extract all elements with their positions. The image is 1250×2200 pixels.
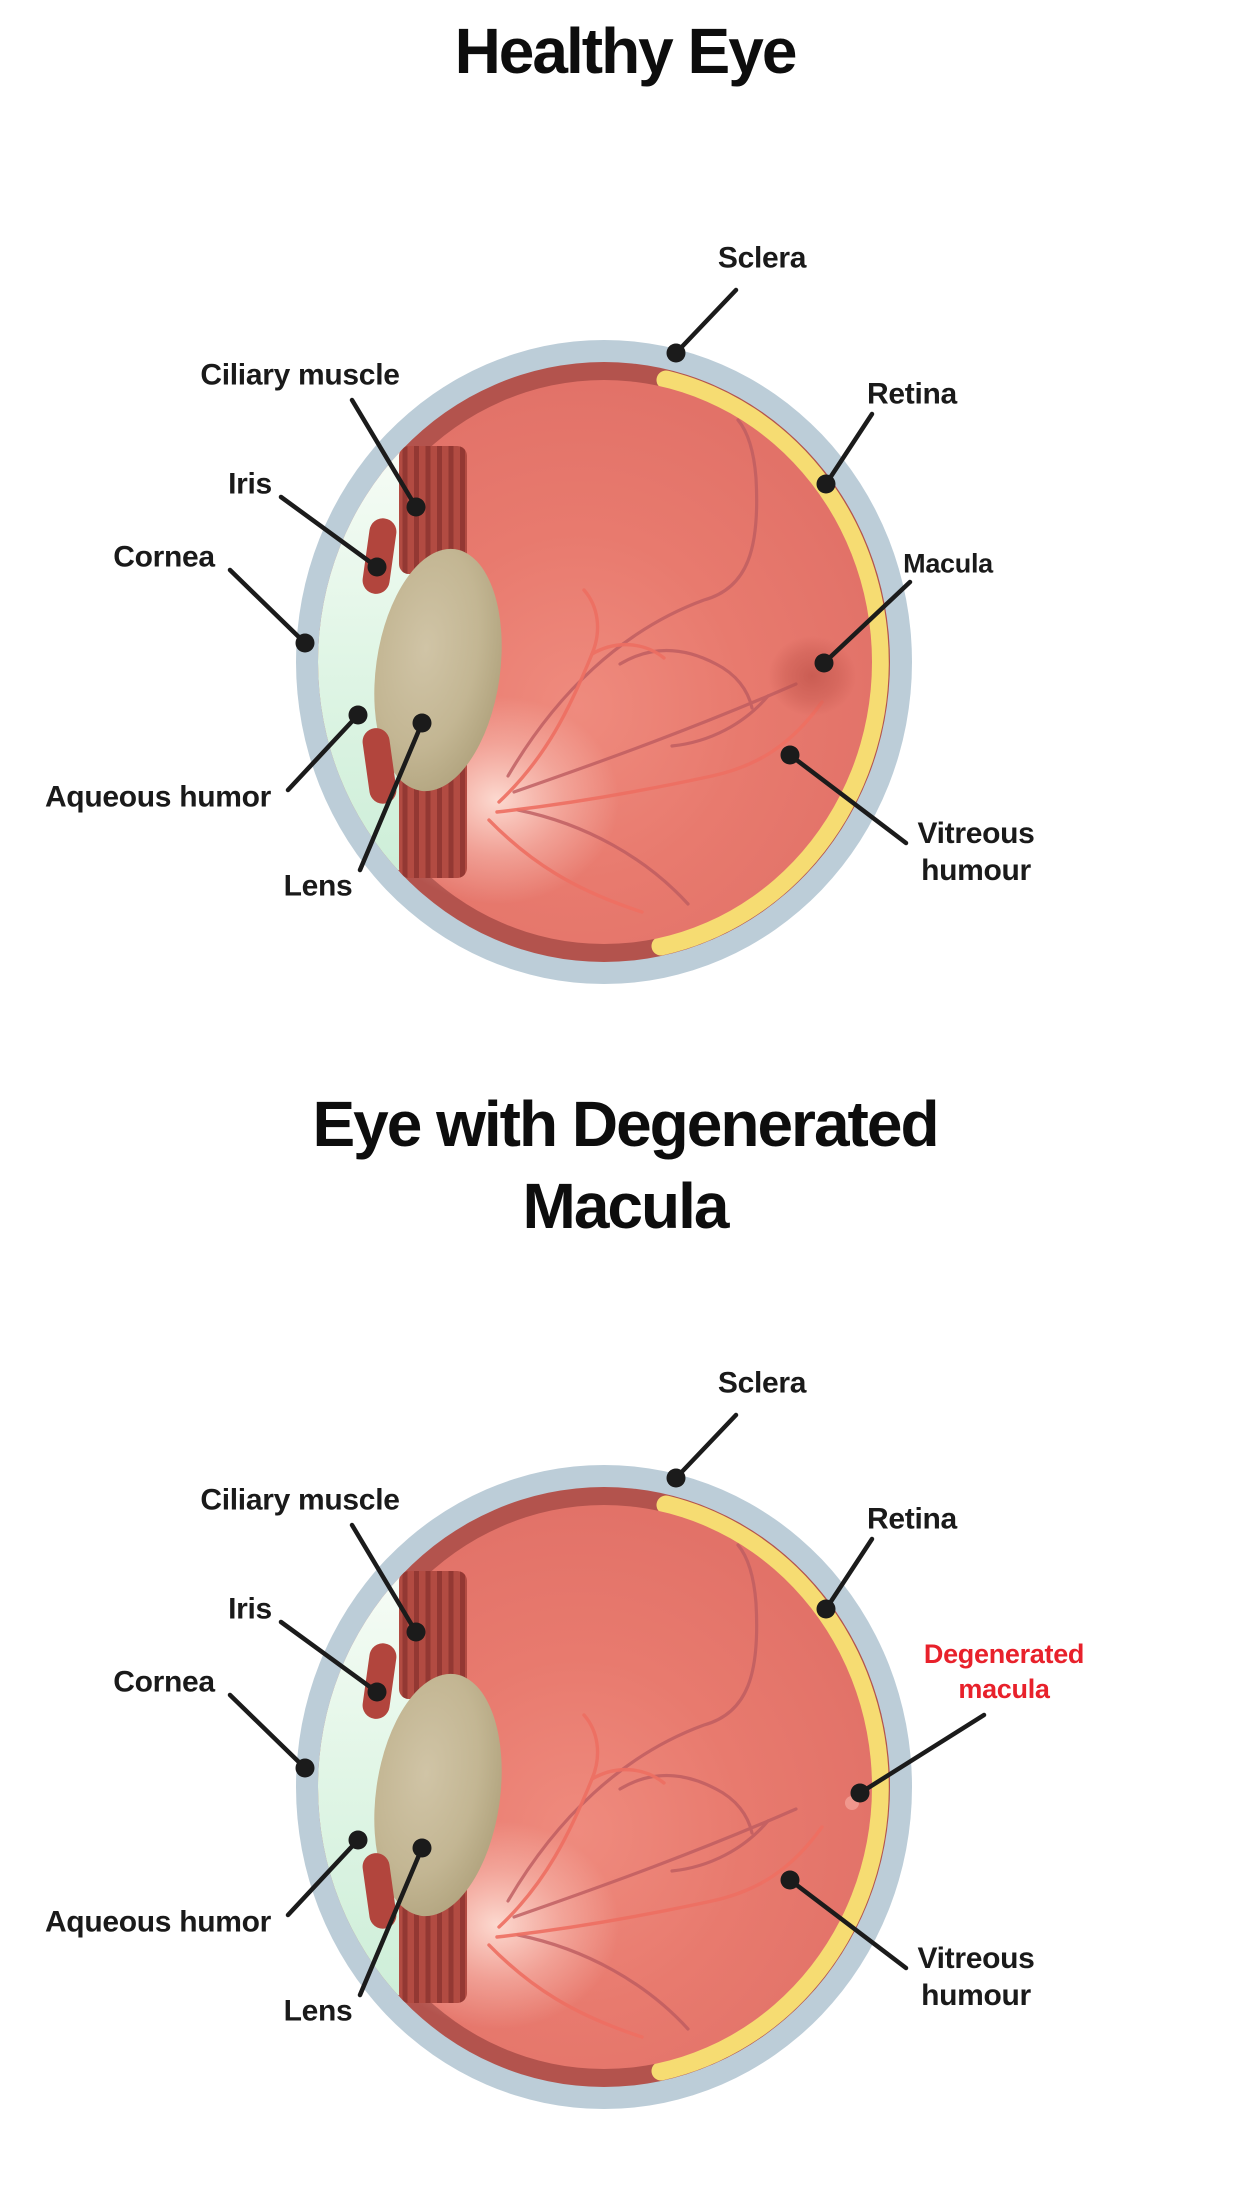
label-vitreous-humour-line: Vitreous: [917, 817, 1035, 850]
label-aqueous-humor: Aqueous humor: [45, 779, 271, 816]
leader-dot-sclera: [666, 343, 686, 363]
degenerated-eye-leaders: [227, 1412, 987, 1998]
label-degenerated-macula-line: macula: [958, 1674, 1050, 1704]
leader-line-lens: [357, 720, 425, 873]
leader-dot-cornea: [295, 633, 315, 653]
label-lens: Lens: [284, 1993, 353, 2030]
label-aqueous-humor-line: Aqueous humor: [44, 1905, 272, 1939]
degenerated-eye-title-line: Macula: [522, 1170, 730, 1242]
label-vitreous-humour: Vitreous humour: [917, 815, 1034, 889]
leader-dot-cornea: [295, 1758, 315, 1778]
healthy-eye-figure: [227, 287, 1250, 1075]
leader-line-cornea: [227, 1692, 308, 1771]
label-iris-line: Iris: [228, 467, 272, 501]
leader-dot-ciliary-muscle: [406, 497, 426, 517]
label-retina-line: Retina: [867, 377, 957, 411]
healthy-eye-title: Healthy Eye: [0, 10, 1250, 92]
label-vitreous-humour-line: Vitreous: [917, 1942, 1035, 1975]
leader-dot-macula: [814, 653, 834, 673]
leader-line-cornea: [227, 567, 308, 646]
label-cornea-line: Cornea: [113, 540, 215, 574]
leader-line-lens: [357, 1845, 425, 1998]
label-cornea: Cornea: [113, 539, 215, 576]
label-ciliary-muscle: Ciliary muscle: [200, 357, 400, 394]
leader-dot-aqueous-humor: [348, 1830, 368, 1850]
leader-line-vitreous-humour: [787, 752, 909, 846]
label-degenerated-macula-line: Degenerated: [923, 1639, 1085, 1669]
healthy-eye-title-line: Healthy Eye: [454, 15, 798, 87]
label-vitreous-humour: Vitreous humour: [917, 1940, 1034, 2014]
leader-line-vitreous-humour: [787, 1877, 909, 1971]
label-sclera: Sclera: [717, 1365, 807, 1402]
leader-dot-retina: [816, 1599, 836, 1619]
degenerated-eye-figure: [227, 1412, 987, 2200]
label-sclera: Sclera: [717, 240, 807, 277]
label-sclera-line: Sclera: [717, 241, 807, 275]
label-ciliary-muscle: Ciliary muscle: [200, 1482, 400, 1519]
label-aqueous-humor-line: Aqueous humor: [44, 780, 272, 814]
leader-line-aqueous-humor: [285, 712, 361, 793]
label-retina: Retina: [867, 1501, 957, 1538]
leader-dot-sclera: [666, 1468, 686, 1488]
leader-line-retina: [823, 1536, 875, 1612]
label-lens-line: Lens: [283, 1994, 353, 2028]
label-lens: Lens: [284, 868, 353, 905]
label-macula: Macula: [903, 547, 993, 582]
leader-line-sclera: [673, 287, 739, 356]
leader-dot-lens: [412, 713, 432, 733]
label-lens-line: Lens: [283, 869, 353, 903]
label-vitreous-humour-line: humour: [921, 854, 1031, 887]
leader-dot-iris: [367, 1682, 387, 1702]
leader-line-degenerated-macula: [857, 1712, 987, 1796]
label-iris: Iris: [228, 1591, 272, 1628]
label-iris-line: Iris: [228, 1592, 272, 1626]
label-aqueous-humor: Aqueous humor: [45, 1904, 271, 1941]
label-ciliary-muscle-line: Ciliary muscle: [200, 358, 400, 392]
degenerated-eye-title-line: Eye with Degenerated: [312, 1088, 939, 1160]
label-sclera-line: Sclera: [717, 1366, 807, 1400]
healthy-eye-leaders: [227, 287, 913, 873]
leader-dot-retina: [816, 474, 836, 494]
label-cornea-line: Cornea: [113, 1665, 215, 1699]
label-ciliary-muscle-line: Ciliary muscle: [200, 1483, 400, 1517]
leader-line-iris: [278, 1619, 380, 1695]
label-cornea: Cornea: [113, 1664, 215, 1701]
leader-dot-vitreous-humour: [780, 1870, 800, 1890]
leader-line-retina: [823, 411, 875, 487]
leader-dot-ciliary-muscle: [406, 1622, 426, 1642]
label-iris: Iris: [228, 466, 272, 503]
leader-dot-lens: [412, 1838, 432, 1858]
leader-line-sclera: [673, 1412, 739, 1481]
label-retina: Retina: [867, 376, 957, 413]
leader-dot-iris: [367, 557, 387, 577]
leader-dot-degenerated-macula: [850, 1783, 870, 1803]
leader-line-macula: [821, 579, 913, 666]
leader-line-aqueous-humor: [285, 1837, 361, 1918]
label-vitreous-humour-line: humour: [921, 1979, 1031, 2012]
leader-dot-vitreous-humour: [780, 745, 800, 765]
leader-line-ciliary-muscle: [349, 1522, 419, 1635]
leader-line-iris: [278, 494, 380, 570]
leader-dot-aqueous-humor: [348, 705, 368, 725]
label-retina-line: Retina: [867, 1502, 957, 1536]
leader-line-ciliary-muscle: [349, 397, 419, 510]
label-degenerated-macula: Degenerated macula: [923, 1637, 1085, 1707]
label-macula-line: Macula: [903, 548, 993, 579]
